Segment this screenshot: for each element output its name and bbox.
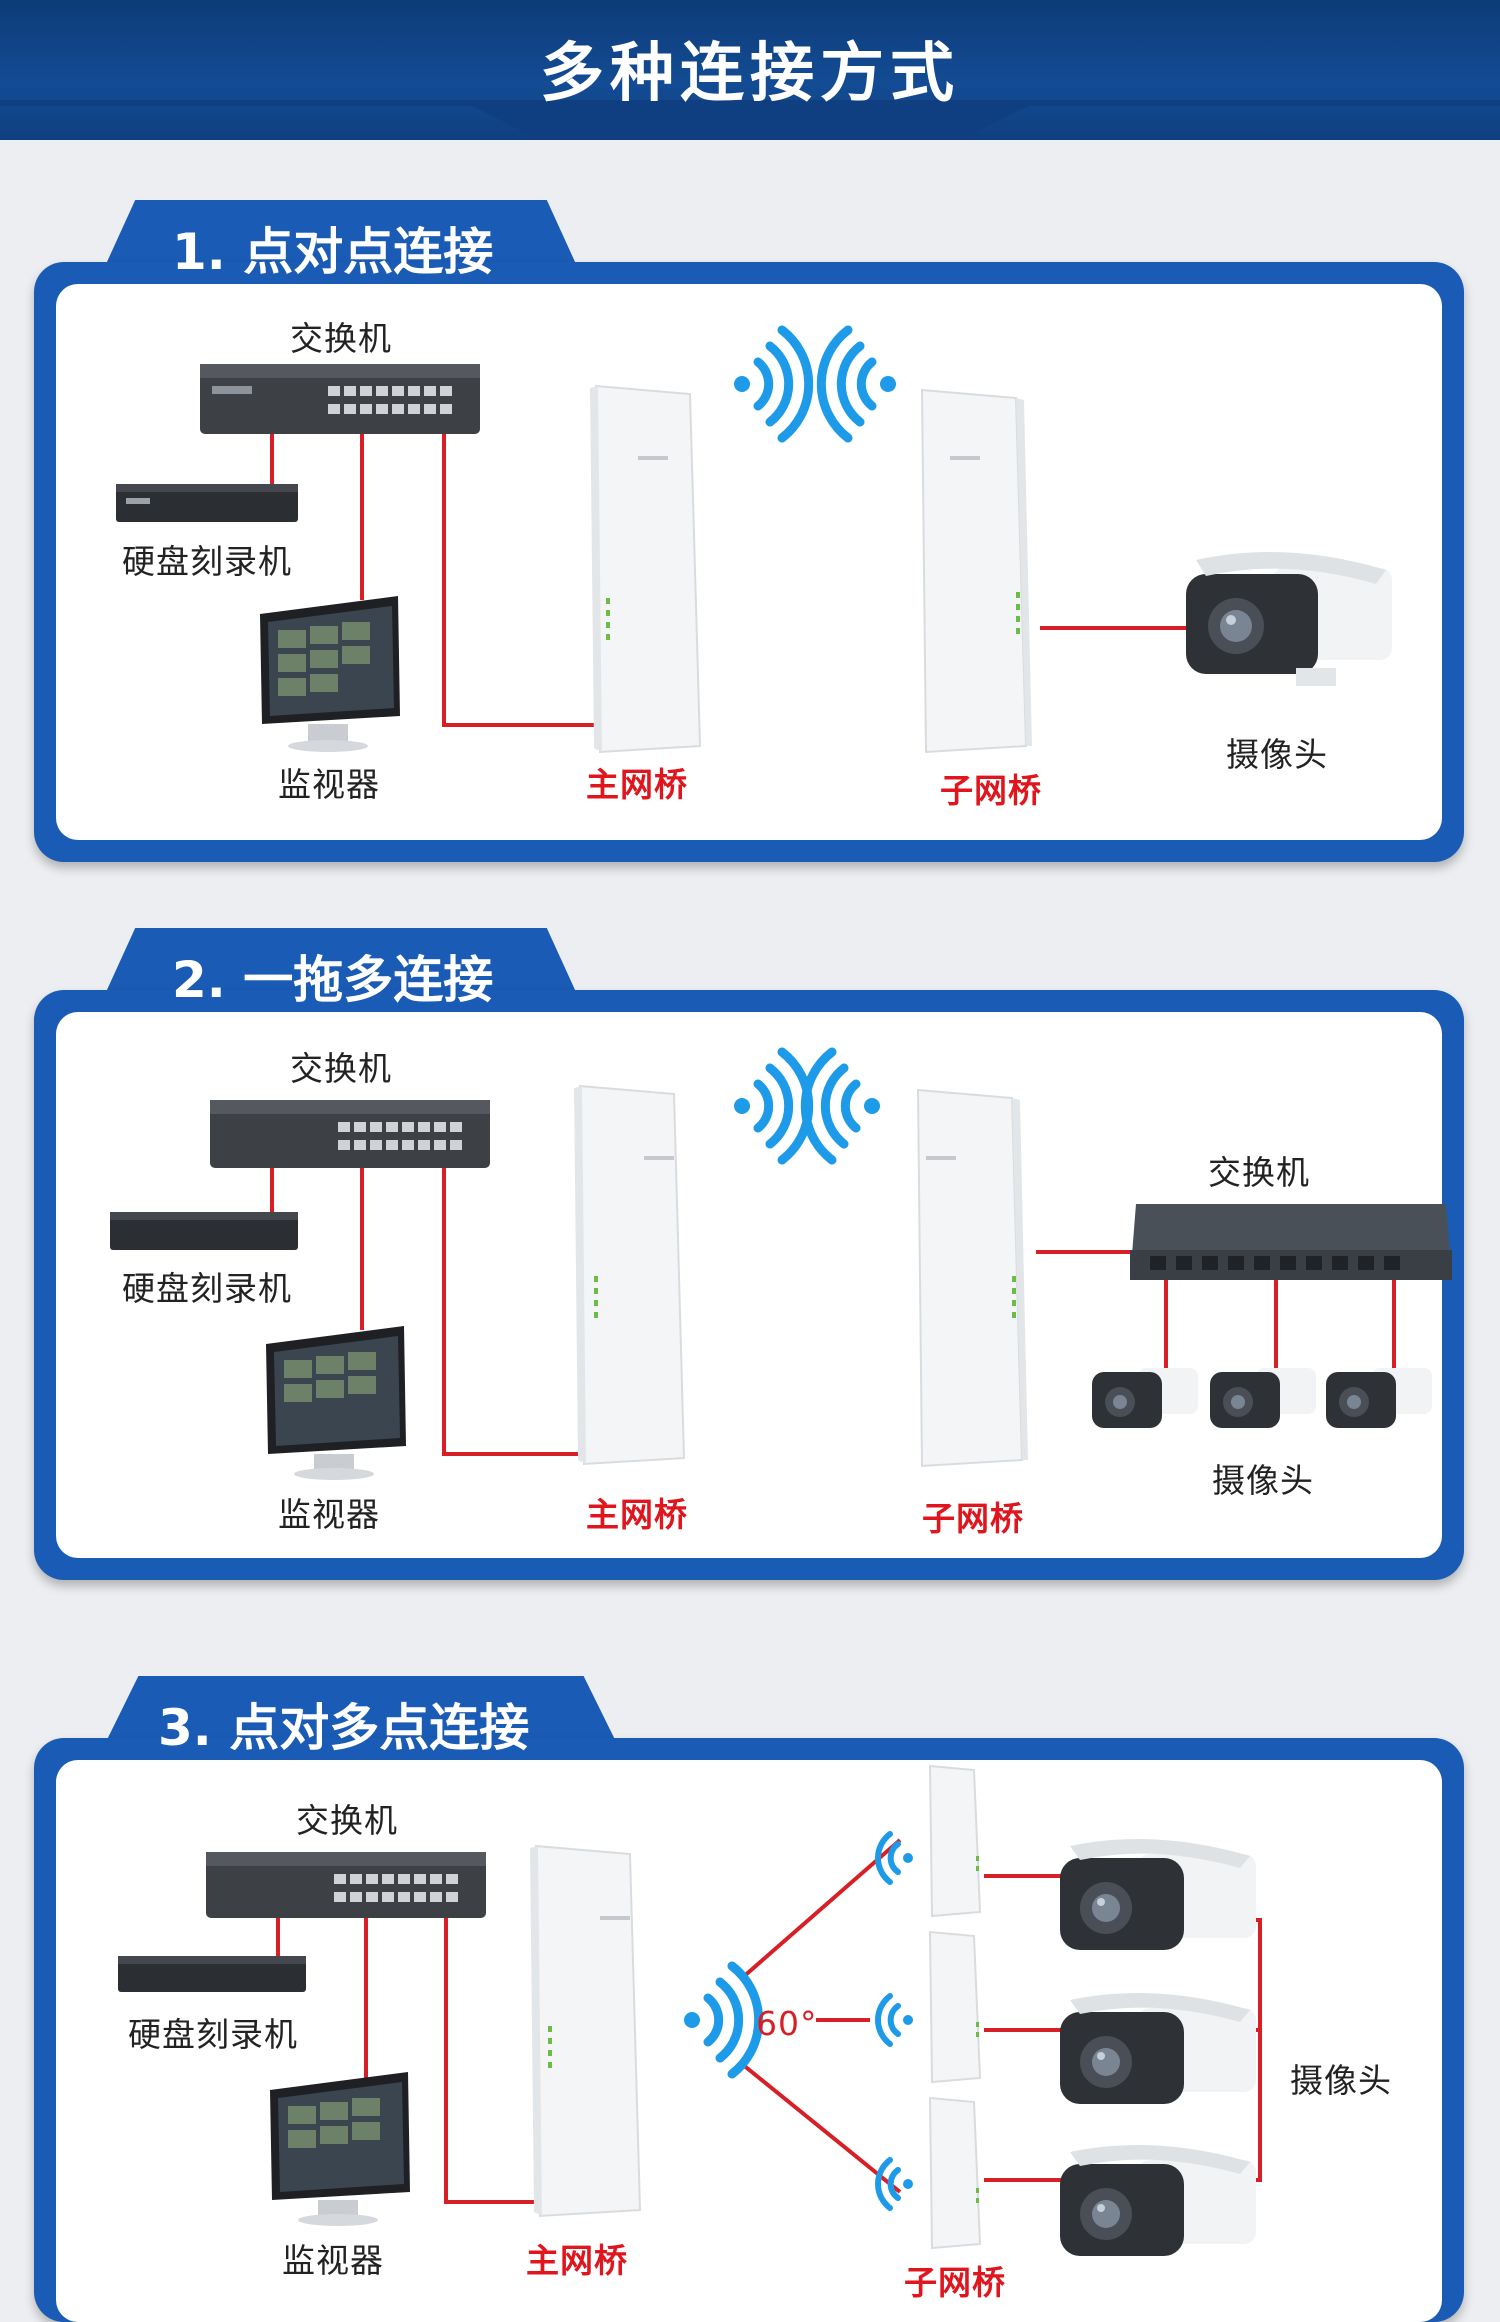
label-camera: 摄像头 — [1290, 2061, 1392, 2100]
label-switch: 交换机 — [290, 319, 392, 358]
monitor-icon — [266, 1326, 406, 1480]
wireless-bridge-icon — [530, 1844, 642, 2218]
wifi-signal-icon — [684, 1961, 764, 2079]
bullet-camera-icon — [1326, 1368, 1432, 1428]
label-switch-remote: 交换机 — [1208, 1153, 1310, 1192]
label-camera: 摄像头 — [1212, 1461, 1314, 1500]
label-angle: 60° — [756, 2004, 818, 2043]
section-3-heading: 3. 点对多点连接 — [158, 1699, 530, 1757]
wifi-signal-icon — [875, 1831, 913, 1885]
label-switch: 交换机 — [296, 1801, 398, 1840]
switch-icon — [206, 1852, 486, 1918]
label-monitor: 监视器 — [282, 2241, 384, 2280]
bullet-camera-icon — [1210, 1368, 1316, 1428]
wifi-signal-icon — [875, 1993, 913, 2047]
header-notch — [0, 100, 1500, 140]
page-title: 多种连接方式 — [540, 37, 960, 111]
section-2-heading: 2. 一拖多连接 — [172, 951, 494, 1009]
bullet-camera-icon — [1060, 1838, 1256, 1950]
bullet-camera-icon — [1092, 1368, 1198, 1428]
label-main-bridge: 主网桥 — [526, 2241, 628, 2280]
bullet-camera-icon — [1060, 1992, 1256, 2104]
label-sub-bridge: 子网桥 — [940, 771, 1042, 810]
label-nvr: 硬盘刻录机 — [122, 1269, 292, 1308]
wireless-bridge-icon — [574, 1084, 686, 1466]
wireless-bridge-icon — [920, 388, 1032, 754]
wireless-bridge-icon — [928, 2096, 982, 2250]
switch-icon — [210, 1100, 490, 1168]
label-nvr: 硬盘刻录机 — [128, 2015, 298, 2054]
label-camera: 摄像头 — [1226, 735, 1328, 774]
bullet-camera-icon — [1186, 552, 1392, 686]
wifi-signal-icon — [800, 1047, 880, 1165]
label-monitor: 监视器 — [278, 765, 380, 804]
label-sub-bridge: 子网桥 — [922, 1499, 1024, 1538]
wifi-signal-icon — [734, 325, 814, 443]
wireless-bridge-icon — [590, 384, 702, 754]
nvr-recorder-icon — [116, 484, 298, 522]
nvr-recorder-icon — [110, 1212, 298, 1250]
section-3-wires — [276, 1838, 1262, 2204]
nvr-recorder-icon — [118, 1956, 306, 1992]
label-switch: 交换机 — [290, 1049, 392, 1088]
monitor-icon — [270, 2072, 410, 2226]
label-main-bridge: 主网桥 — [586, 1495, 688, 1534]
section-1-heading: 1. 点对点连接 — [172, 223, 494, 281]
label-main-bridge: 主网桥 — [586, 765, 688, 804]
wireless-bridge-icon — [916, 1088, 1028, 1468]
wifi-signal-icon — [875, 2157, 913, 2211]
label-nvr: 硬盘刻录机 — [122, 542, 292, 581]
label-monitor: 监视器 — [278, 1495, 380, 1534]
wireless-bridge-icon — [928, 1930, 982, 2084]
section-2-wires — [270, 1160, 1396, 1456]
label-sub-bridge: 子网桥 — [904, 2263, 1006, 2302]
switch-icon — [1130, 1204, 1452, 1280]
wireless-bridge-icon — [928, 1764, 982, 1918]
bullet-camera-icon — [1060, 2144, 1256, 2256]
section-1-wires — [270, 430, 1200, 727]
switch-icon — [200, 364, 480, 434]
wifi-signal-icon — [816, 325, 896, 443]
monitor-icon — [260, 596, 400, 752]
